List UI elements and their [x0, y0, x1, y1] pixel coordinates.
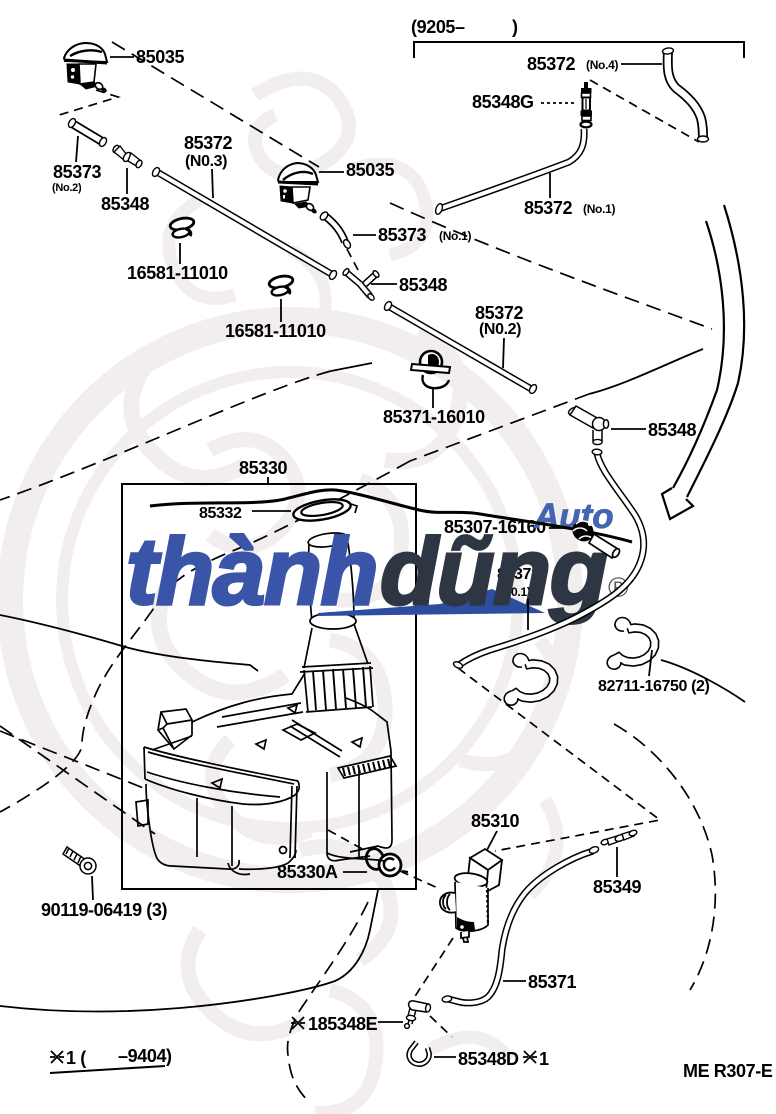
svg-text:90119-06419 (3): 90119-06419 (3): [41, 900, 168, 920]
svg-text:thành: thành: [126, 519, 377, 625]
svg-text:85348: 85348: [648, 420, 696, 440]
svg-text:(No.1): (No.1): [439, 229, 472, 243]
svg-text:(No.1): (No.1): [583, 202, 616, 216]
svg-text:ME R307-E: ME R307-E: [683, 1061, 773, 1081]
svg-text:): ): [512, 17, 518, 37]
svg-text:16581-11010: 16581-11010: [225, 321, 326, 341]
svg-text:1: 1: [539, 1049, 549, 1069]
svg-text:(9205–: (9205–: [411, 17, 465, 37]
svg-text:16581-11010: 16581-11010: [127, 263, 228, 283]
svg-text:85372: 85372: [475, 303, 523, 323]
svg-text:(No.2): (No.2): [52, 182, 82, 194]
svg-text:1 (: 1 (: [66, 1048, 86, 1068]
svg-text:85372: 85372: [497, 566, 540, 583]
svg-text:85372: 85372: [184, 133, 232, 153]
svg-text:85371-16010: 85371-16010: [383, 407, 485, 427]
svg-text:85035: 85035: [346, 160, 394, 180]
svg-text:85348: 85348: [101, 194, 149, 214]
svg-text:85349: 85349: [593, 877, 641, 897]
svg-text:85332: 85332: [199, 505, 242, 522]
svg-text:(N0.1): (N0.1): [499, 585, 531, 599]
svg-text:(N0.2): (N0.2): [479, 321, 521, 338]
svg-text:85372: 85372: [524, 198, 572, 218]
svg-text:85348D: 85348D: [458, 1049, 519, 1069]
svg-text:85372: 85372: [527, 54, 575, 74]
svg-text:(N0.3): (N0.3): [185, 153, 227, 170]
svg-text:85371: 85371: [528, 972, 576, 992]
svg-text:Auto: Auto: [533, 497, 614, 536]
svg-text:(No.4): (No.4): [586, 58, 619, 72]
svg-text:185348E: 185348E: [308, 1014, 378, 1034]
svg-text:85310: 85310: [471, 811, 519, 831]
svg-text:85330: 85330: [239, 458, 287, 478]
svg-text:85307-16160: 85307-16160: [444, 517, 546, 537]
svg-text:dũng: dũng: [380, 519, 607, 625]
svg-text:85035: 85035: [136, 47, 184, 67]
svg-text:85373: 85373: [378, 225, 426, 245]
svg-text:82711-16750 (2): 82711-16750 (2): [598, 678, 710, 695]
svg-text:85373: 85373: [53, 162, 101, 182]
svg-text:85348: 85348: [399, 275, 447, 295]
svg-text:85348G: 85348G: [472, 92, 534, 112]
svg-text:–9404): –9404): [118, 1046, 172, 1066]
svg-text:85330A: 85330A: [277, 862, 338, 882]
